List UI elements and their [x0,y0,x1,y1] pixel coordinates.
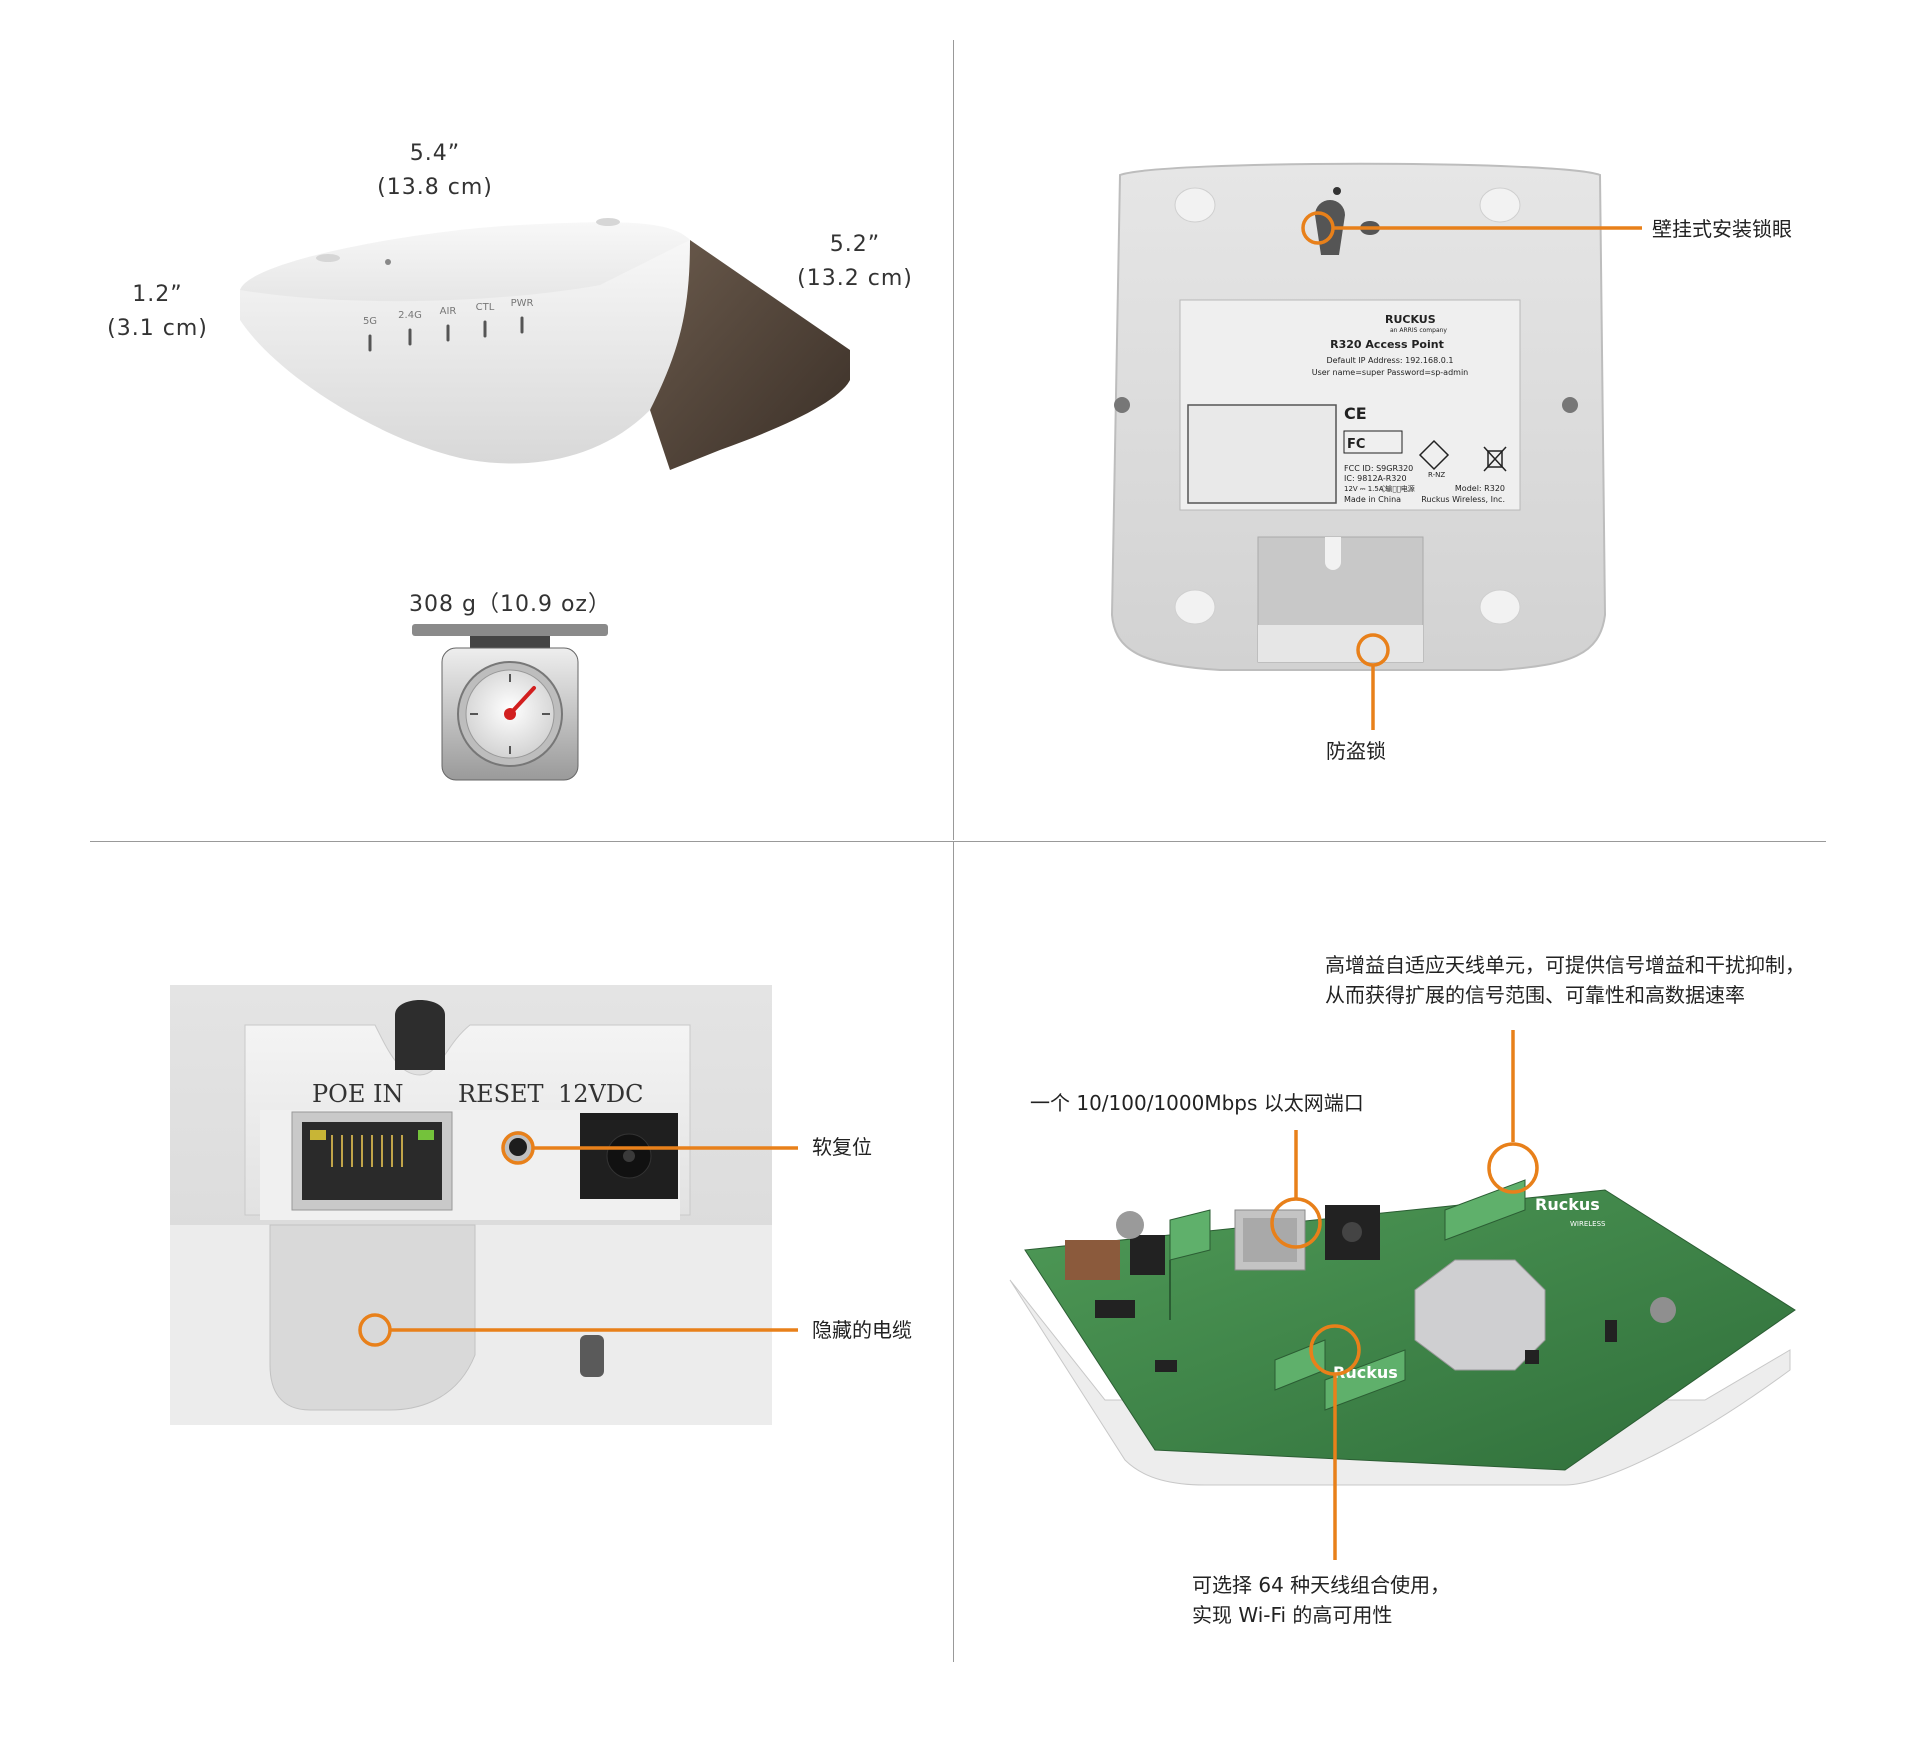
led-label-ctl: CTL [476,302,495,313]
label-default-ip: Default IP Address: 192.168.0.1 [1327,356,1454,365]
horizontal-divider [90,841,1826,842]
label-rnz: R-NZ [1428,471,1445,479]
depth-dimension: 5.2” (13.2 cm) [770,228,940,296]
combo-line-1: 可选择 64 种天线组合使用， [1192,1573,1451,1597]
ethernet-description: 一个 10/100/1000Mbps 以太网端口 [1030,1091,1364,1115]
circuit-board-image: Ruckus Ruckus WIRELESS [1009,1179,1796,1486]
wall-mount-label: 壁挂式安装锁眼 [1652,217,1792,241]
depth-cm: (13.2 cm) [797,266,913,291]
led-label-air: AIR [440,306,457,317]
label-model-title: R320 Access Point [1330,338,1444,351]
label-brand: RUCKUS [1385,313,1436,326]
height-inches: 1.2” [132,282,183,307]
cable-callout [358,1313,798,1347]
label-made: Made in China [1344,495,1401,504]
width-dimension: 5.4” (13.8 cm) [340,137,530,205]
label-ic: IC: 9812A-R320 [1344,474,1407,483]
scale-icon [412,624,608,781]
soft-reset-label: 软复位 [812,1135,872,1159]
label-company: Ruckus Wireless, Inc. [1421,495,1505,504]
label-brand-sub: an ARRIS company [1390,327,1447,334]
vertical-divider-bottom [953,842,954,1662]
label-model: Model: R320 [1455,484,1505,493]
antenna-combo-description: 可选择 64 种天线组合使用， 实现 Wi-Fi 的高可用性 [1192,1570,1450,1630]
height-dimension: 1.2” (3.1 cm) [95,278,220,346]
poe-in-label: POE IN [312,1080,403,1108]
led-label-5g: 5G [363,316,377,327]
width-cm: (13.8 cm) [377,175,493,200]
reset-label: RESET [458,1080,544,1108]
combo-line-2: 实现 Wi-Fi 的高可用性 [1192,1603,1393,1627]
access-point-front-image: 5G 2.4G AIR CTL PWR [240,218,850,470]
access-point-back-image: RUCKUS an ARRIS company R320 Access Poin… [1110,162,1607,671]
weight-label: 308 g（10.9 oz） [409,592,611,617]
ce-mark: CE [1344,404,1367,423]
led-label-pwr: PWR [511,298,534,309]
ports-closeup-image: POE IN RESET 12VDC [170,985,772,1425]
12vdc-label: 12VDC [558,1080,643,1108]
width-inches: 5.4” [409,141,461,166]
label-credentials: User name=super Password=sp-admin [1312,368,1469,377]
label-power: 12V ⎓ 1.5A ⃟输入⃟电源 [1344,484,1415,493]
board-callouts [1270,1030,1539,1560]
height-cm: (3.1 cm) [107,316,208,341]
hidden-cable-label: 隐藏的电缆 [812,1318,912,1342]
fc-mark: FC [1347,437,1365,452]
ports-callouts [501,1131,798,1165]
pcb-brand-sub: WIRELESS [1570,1220,1606,1228]
label-fcc: FCC ID: S9GR320 [1344,464,1413,473]
antenna-line-1: 高增益自适应天线单元，可提供信号增益和干扰抑制， [1325,953,1805,977]
antenna-description: 高增益自适应天线单元，可提供信号增益和干扰抑制， 从而获得扩展的信号范围、可靠性… [1325,950,1805,1010]
anti-theft-label: 防盗锁 [1326,739,1386,763]
depth-inches: 5.2” [829,232,881,257]
pcb-brand-label-2: Ruckus [1535,1195,1600,1214]
back-callouts [1301,211,1642,730]
vertical-divider-top [953,40,954,840]
led-label-24g: 2.4G [398,310,422,321]
antenna-line-2: 从而获得扩展的信号范围、可靠性和高数据速率 [1325,983,1745,1007]
